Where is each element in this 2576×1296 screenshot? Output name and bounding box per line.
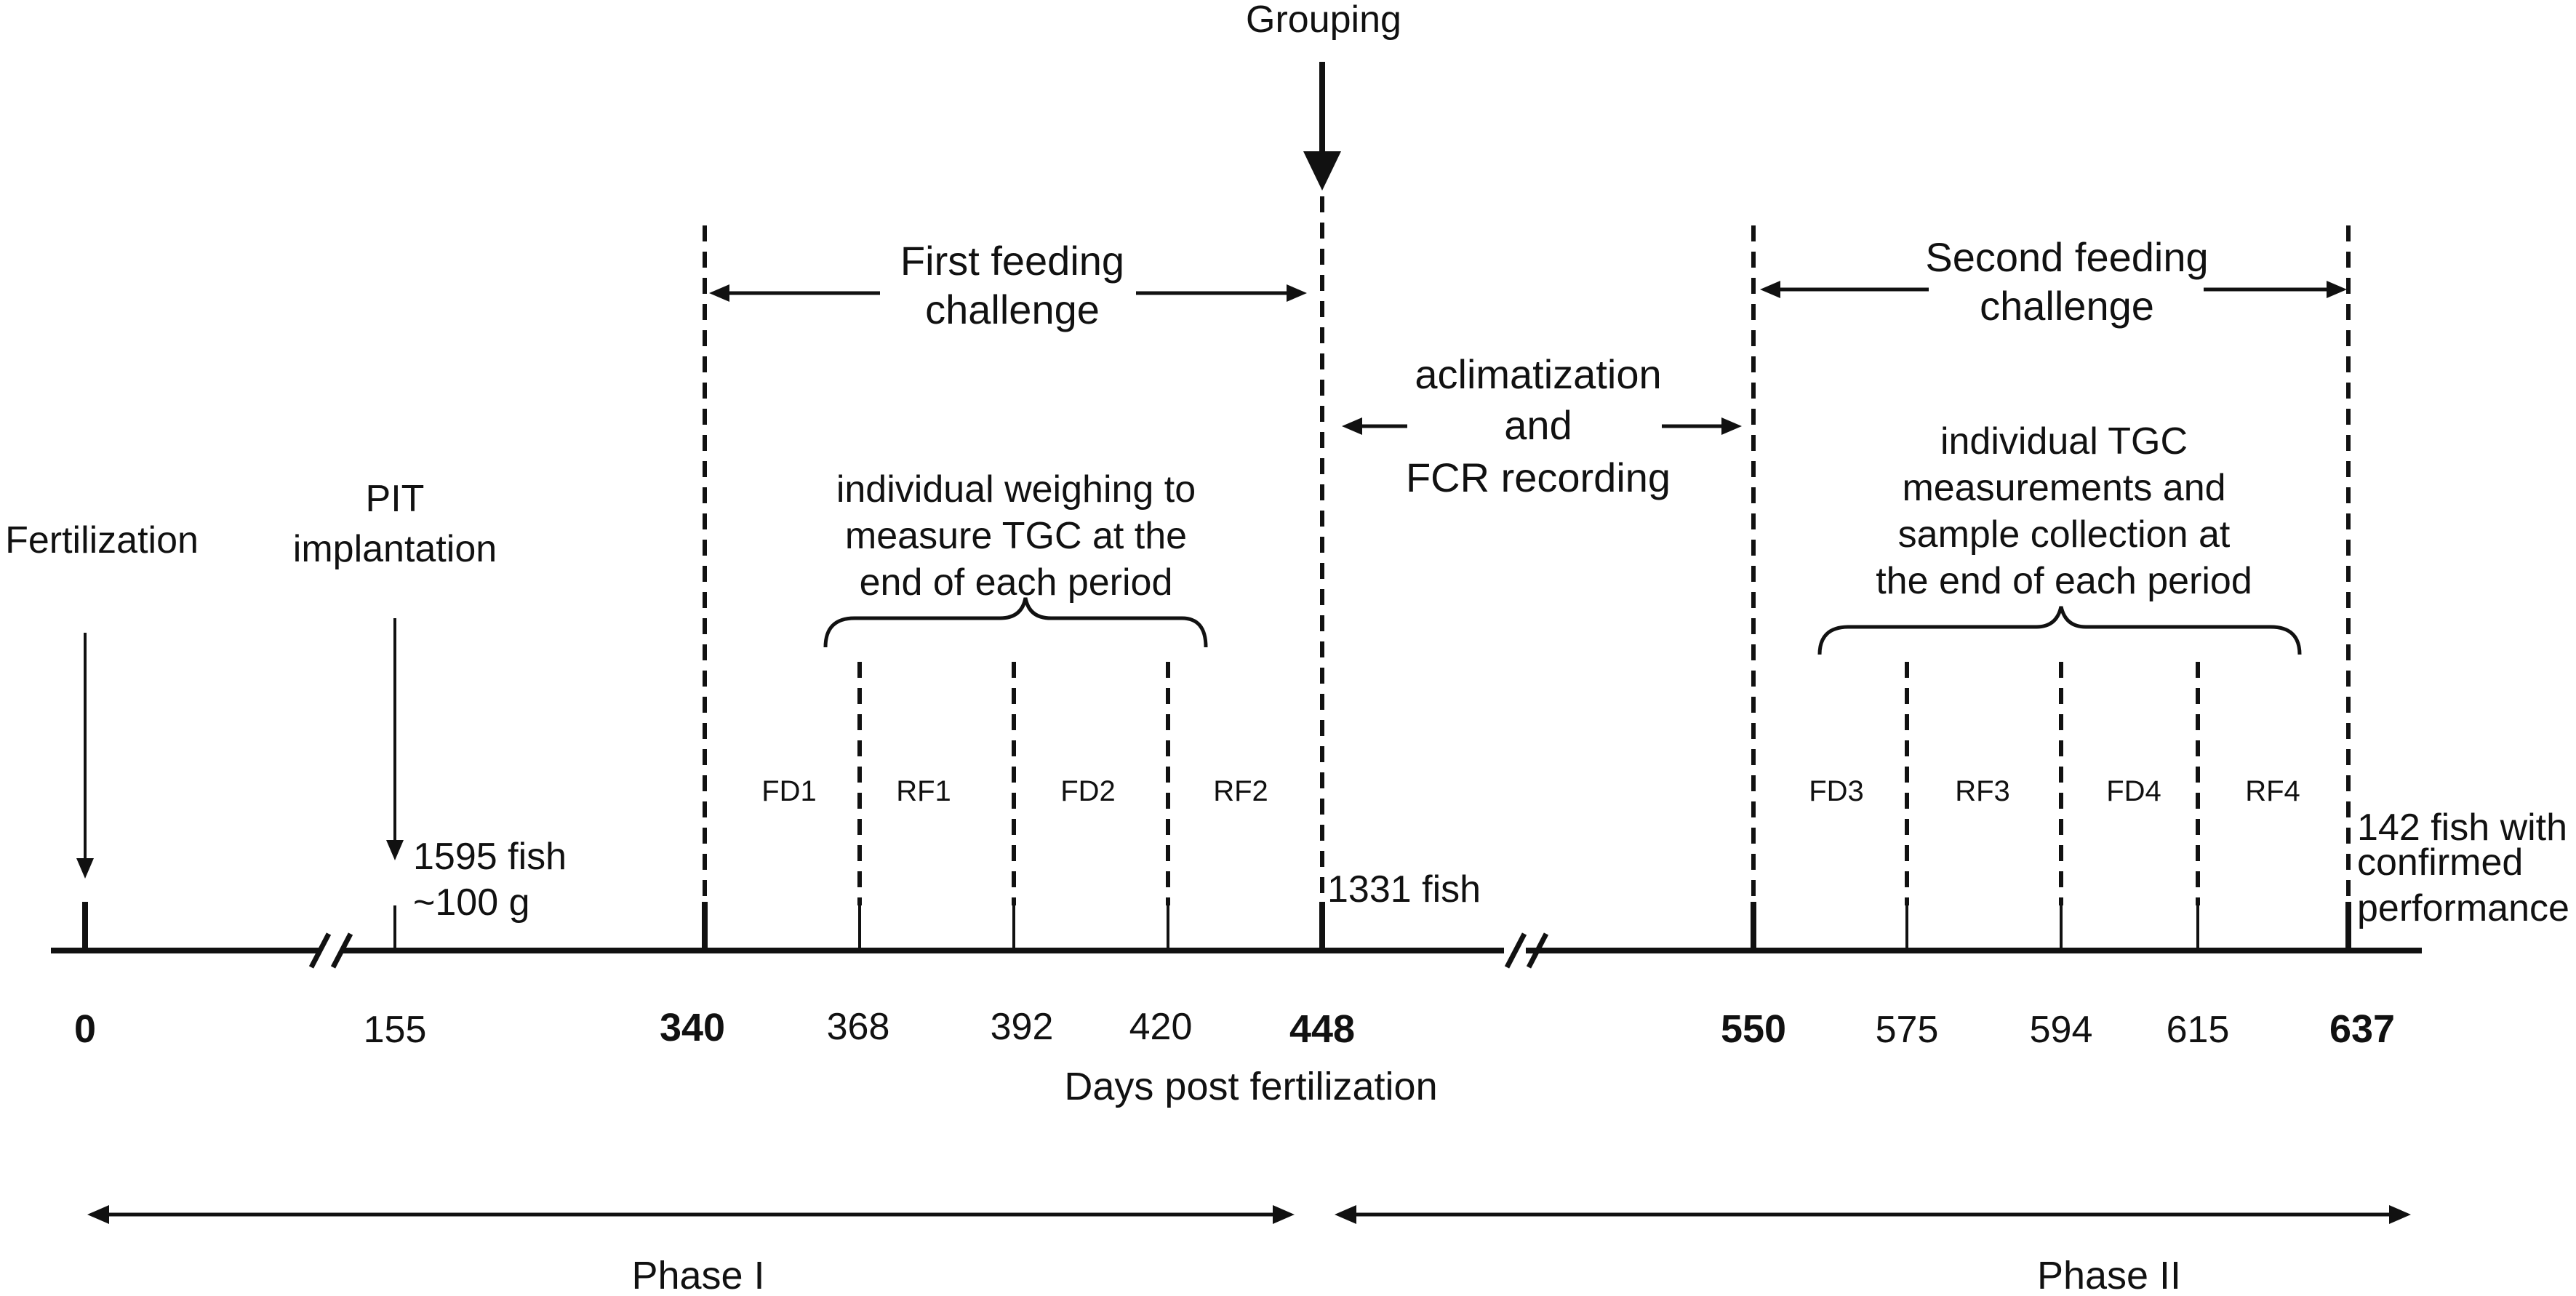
segment-label: FD2 <box>1060 775 1116 807</box>
phase-ii: Phase II <box>1335 1205 2411 1296</box>
challenge-label: challenge <box>1980 283 2154 329</box>
axis-break-2 <box>1504 932 1549 969</box>
final-count-event: 142 fish with confirmed performance <box>2357 807 2569 929</box>
phase-label: Phase I <box>631 1254 764 1296</box>
svg-text:sample collection at: sample collection at <box>1898 513 2231 556</box>
segment-label: FD1 <box>761 775 817 807</box>
challenge-label: Second feeding <box>1925 234 2208 280</box>
period-labels: FD1 RF1 FD2 RF2 FD3 RF3 FD4 RF4 <box>761 775 2300 807</box>
tick-label: 637 <box>2329 1007 2395 1051</box>
phase-label: Phase II <box>2037 1254 2181 1296</box>
segment-label: FD3 <box>1809 775 1864 807</box>
pit-count: 1595 fish <box>413 836 567 878</box>
tick-label: 340 <box>660 1006 725 1049</box>
tick-label: 155 <box>364 1009 427 1051</box>
fertilization-label: Fertilization <box>5 519 199 561</box>
acclimatization-label: aclimatization <box>1415 351 1661 397</box>
segment-label: RF2 <box>1213 775 1268 807</box>
tick-label: 594 <box>2030 1009 2093 1051</box>
acclimatization-label: FCR recording <box>1406 455 1671 500</box>
tick-label: 420 <box>1129 1006 1193 1048</box>
svg-text:measure TGC at the: measure TGC at the <box>845 515 1187 557</box>
fertilization-arrowhead <box>76 858 94 879</box>
axis-break-1 <box>308 932 353 969</box>
final-count: performance <box>2357 887 2569 929</box>
tick-label: 448 <box>1289 1007 1355 1051</box>
segment-label: RF3 <box>1955 775 2010 807</box>
second-feeding-challenge: Second feeding challenge <box>1760 234 2347 329</box>
axis-title: Days post fertilization <box>1064 1065 1437 1108</box>
pit-count: ~100 g <box>413 881 530 924</box>
acclimatization-period: aclimatization and FCR recording <box>1342 351 1742 500</box>
phase-i: Phase I <box>87 1205 1295 1296</box>
curly-brace <box>823 597 1208 648</box>
svg-text:measurements and: measurements and <box>1902 467 2225 509</box>
tick-marks <box>82 902 2351 951</box>
svg-text:individual TGC: individual TGC <box>1940 420 2188 463</box>
pit-label: implantation <box>293 528 497 570</box>
grouping-label: Grouping <box>1246 0 1401 41</box>
grouping-count: 1331 fish <box>1327 868 1481 911</box>
svg-text:individual weighing to: individual weighing to <box>836 468 1196 511</box>
pit-arrowhead <box>386 840 404 860</box>
final-count: 142 fish with <box>2357 807 2567 849</box>
second-brace-note: individual TGC measurements and sample c… <box>1817 420 2302 655</box>
first-feeding-challenge: First feeding challenge <box>709 238 1307 332</box>
tick-label: 0 <box>74 1007 96 1051</box>
phase-boundaries <box>703 196 2351 902</box>
tick-label: 615 <box>2167 1009 2230 1051</box>
segment-label: RF4 <box>2245 775 2300 807</box>
tick-label: 368 <box>827 1006 890 1048</box>
grouping-arrowhead <box>1303 151 1341 191</box>
period-dividers <box>857 662 2200 905</box>
grouping-event: Grouping 1331 fish <box>1246 0 1481 911</box>
tick-label: 550 <box>1721 1007 1786 1051</box>
tick-labels: 0 155 340 368 392 420 448 550 575 594 61… <box>74 1006 2395 1051</box>
challenge-label: First feeding <box>900 238 1124 284</box>
first-brace-note: individual weighing to measure TGC at th… <box>823 468 1208 648</box>
challenge-label: challenge <box>925 287 1100 332</box>
segment-label: RF1 <box>896 775 951 807</box>
pit-label: PIT <box>366 478 425 520</box>
svg-text:end of each period: end of each period <box>860 561 1173 604</box>
segment-label: FD4 <box>2106 775 2161 807</box>
fertilization-event: Fertilization <box>5 519 199 879</box>
curly-brace <box>1817 606 2302 655</box>
acclimatization-label: and <box>1504 402 1572 448</box>
pit-implantation-event: PIT implantation 1595 fish ~100 g <box>293 478 567 924</box>
tick-label: 575 <box>1876 1009 1939 1051</box>
svg-text:the end of each period: the end of each period <box>1876 560 2252 602</box>
final-count: confirmed <box>2357 841 2523 884</box>
tick-label: 392 <box>991 1006 1054 1048</box>
